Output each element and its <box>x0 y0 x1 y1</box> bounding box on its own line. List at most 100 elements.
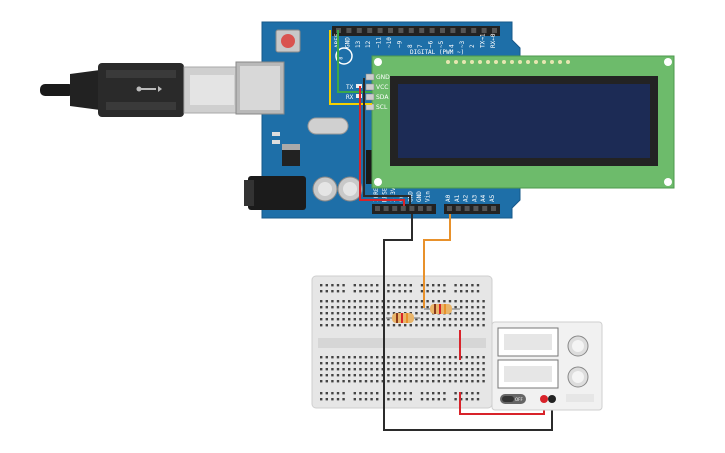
breadboard-hole[interactable] <box>476 324 480 327</box>
breadboard-hole[interactable] <box>392 306 396 309</box>
breadboard-hole[interactable] <box>398 356 401 359</box>
analog-pin[interactable] <box>482 206 488 211</box>
breadboard-hole[interactable] <box>325 380 328 383</box>
breadboard-hole[interactable] <box>320 300 323 303</box>
breadboard-hole[interactable] <box>420 362 424 365</box>
breadboard-hole[interactable] <box>437 380 440 383</box>
breadboard-hole[interactable] <box>398 284 401 287</box>
breadboard-hole[interactable] <box>432 374 435 377</box>
breadboard-hole[interactable] <box>482 312 485 315</box>
breadboard-hole[interactable] <box>348 300 351 303</box>
breadboard-hole[interactable] <box>476 392 480 395</box>
breadboard-hole[interactable] <box>437 300 440 303</box>
breadboard-hole[interactable] <box>420 284 424 287</box>
breadboard-hole[interactable] <box>454 374 457 377</box>
breadboard-hole[interactable] <box>376 398 379 401</box>
breadboard-hole[interactable] <box>364 290 368 293</box>
breadboard-hole[interactable] <box>353 356 356 359</box>
breadboard-hole[interactable] <box>364 300 368 303</box>
breadboard-hole[interactable] <box>381 380 384 383</box>
breadboard-hole[interactable] <box>465 300 468 303</box>
breadboard-hole[interactable] <box>420 324 424 327</box>
breadboard-hole[interactable] <box>331 324 334 327</box>
breadboard-hole[interactable] <box>325 306 328 309</box>
breadboard-hole[interactable] <box>482 380 485 383</box>
breadboard-hole[interactable] <box>370 318 373 321</box>
breadboard-hole[interactable] <box>420 290 424 293</box>
breadboard-hole[interactable] <box>364 374 368 377</box>
breadboard-hole[interactable] <box>465 290 468 293</box>
breadboard-hole[interactable] <box>420 318 424 321</box>
breadboard-hole[interactable] <box>398 300 401 303</box>
breadboard-hole[interactable] <box>409 356 412 359</box>
breadboard-hole[interactable] <box>482 368 485 371</box>
digital-pin[interactable] <box>429 28 435 33</box>
breadboard-hole[interactable] <box>331 380 334 383</box>
breadboard-hole[interactable] <box>437 290 440 293</box>
breadboard-hole[interactable] <box>370 362 373 365</box>
breadboard-hole[interactable] <box>342 362 345 365</box>
breadboard-hole[interactable] <box>448 374 452 377</box>
breadboard-hole[interactable] <box>320 312 323 315</box>
breadboard-hole[interactable] <box>476 380 480 383</box>
breadboard-hole[interactable] <box>325 290 328 293</box>
breadboard-hole[interactable] <box>443 284 446 287</box>
breadboard-hole[interactable] <box>404 380 407 383</box>
breadboard-hole[interactable] <box>409 368 412 371</box>
breadboard-hole[interactable] <box>353 300 356 303</box>
breadboard-hole[interactable] <box>465 312 468 315</box>
power-pin[interactable] <box>426 206 432 211</box>
breadboard-hole[interactable] <box>460 290 463 293</box>
breadboard-hole[interactable] <box>426 368 429 371</box>
breadboard-hole[interactable] <box>331 392 334 395</box>
breadboard-hole[interactable] <box>336 398 340 401</box>
breadboard-hole[interactable] <box>325 362 328 365</box>
breadboard-hole[interactable] <box>426 324 429 327</box>
breadboard-hole[interactable] <box>460 300 463 303</box>
breadboard-hole[interactable] <box>381 362 384 365</box>
breadboard-hole[interactable] <box>320 324 323 327</box>
breadboard-hole[interactable] <box>426 374 429 377</box>
breadboard-hole[interactable] <box>415 374 418 377</box>
breadboard-hole[interactable] <box>387 380 390 383</box>
breadboard-hole[interactable] <box>420 306 424 309</box>
breadboard-hole[interactable] <box>420 374 424 377</box>
breadboard-hole[interactable] <box>353 318 356 321</box>
breadboard-hole[interactable] <box>336 324 340 327</box>
breadboard-hole[interactable] <box>465 392 468 395</box>
breadboard-hole[interactable] <box>348 318 351 321</box>
breadboard-hole[interactable] <box>482 374 485 377</box>
breadboard-hole[interactable] <box>460 356 463 359</box>
power-pin[interactable] <box>400 206 406 211</box>
breadboard-hole[interactable] <box>454 306 457 309</box>
breadboard-hole[interactable] <box>320 306 323 309</box>
reset-button[interactable] <box>275 29 301 53</box>
breadboard-hole[interactable] <box>387 300 390 303</box>
breadboard-hole[interactable] <box>353 312 356 315</box>
breadboard-hole[interactable] <box>409 306 412 309</box>
breadboard-hole[interactable] <box>448 362 452 365</box>
breadboard-hole[interactable] <box>426 306 429 309</box>
breadboard-hole[interactable] <box>409 300 412 303</box>
breadboard-hole[interactable] <box>443 398 446 401</box>
breadboard-hole[interactable] <box>342 312 345 315</box>
breadboard-hole[interactable] <box>448 318 452 321</box>
breadboard-hole[interactable] <box>432 398 435 401</box>
breadboard-hole[interactable] <box>471 324 474 327</box>
breadboard-hole[interactable] <box>342 374 345 377</box>
wire-black-gnd[interactable] <box>363 78 411 206</box>
breadboard-hole[interactable] <box>348 312 351 315</box>
breadboard-hole[interactable] <box>376 380 379 383</box>
breadboard-hole[interactable] <box>443 356 446 359</box>
breadboard-hole[interactable] <box>392 398 396 401</box>
breadboard-hole[interactable] <box>359 306 362 309</box>
breadboard-hole[interactable] <box>454 356 457 359</box>
breadboard-hole[interactable] <box>381 318 384 321</box>
breadboard-hole[interactable] <box>437 318 440 321</box>
breadboard-hole[interactable] <box>392 300 396 303</box>
breadboard-hole[interactable] <box>471 398 474 401</box>
breadboard-hole[interactable] <box>426 392 429 395</box>
breadboard-hole[interactable] <box>443 324 446 327</box>
breadboard-hole[interactable] <box>476 368 480 371</box>
breadboard-hole[interactable] <box>325 374 328 377</box>
